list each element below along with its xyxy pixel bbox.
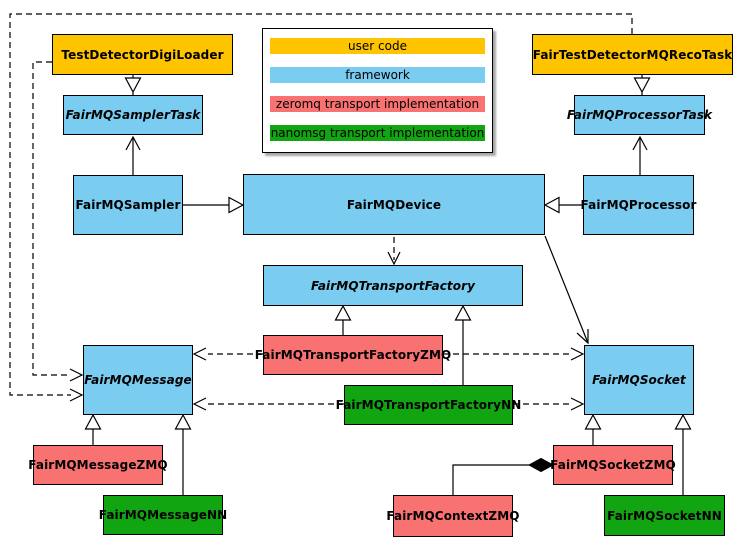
edge-factorynn-factory [454,304,472,385]
edge-recotask-message [9,13,633,402]
edge-contextzmq-socketzmq [452,457,555,495]
edge-messagenn-message [174,413,192,495]
node-fairmqprocessortask: FairMQProcessorTask [567,95,712,135]
node-fairmqsocket: FairMQSocket [584,345,694,415]
edge-digiloader-samplertask [124,75,142,95]
edge-factorynn-message [192,397,344,411]
edge-device-socket [544,235,589,345]
node-fairmqcontextzmq: FairMQContextZMQ [386,495,519,537]
node-fairmqprocessor: FairMQProcessor [581,175,696,235]
node-fairmqsamplertask: FairMQSamplerTask [63,95,203,135]
node-fairtestdetectormqrecotask: FairTestDetectorMQRecoTask [532,34,733,75]
edge-digiloader-message [32,61,84,382]
node-fairmqsocketnn: FairMQSocketNN [604,495,725,536]
edge-factoryzmq-factory [334,304,352,335]
node-fairmqsocketzmq: FairMQSocketZMQ [550,445,676,485]
node-fairmqtransportfactoryzmq: FairMQTransportFactoryZMQ [255,335,451,375]
legend-zeromq: zeromq transport implementation [270,96,485,112]
node-fairmqdevice: FairMQDevice [243,174,545,235]
edge-messagezmq-message [84,413,102,445]
edge-processor-processortask [632,135,648,175]
edge-device-transportfactory [387,237,401,266]
edge-sampler-device [183,196,245,214]
node-fairmqsampler: FairMQSampler [73,175,183,235]
edge-processor-device [543,196,583,214]
legend-nanomsg: nanomsg transport implementation [270,125,485,141]
edge-socketzmq-socket [584,413,602,445]
edge-recotask-processortask [633,75,651,95]
edge-factorynn-socket [513,397,585,411]
edge-factoryzmq-message [192,347,263,361]
legend: user code framework zeromq transport imp… [262,28,493,153]
edge-socketnn-socket [674,413,692,495]
node-testdetectordigiloader: TestDetectorDigiLoader [52,34,233,75]
edge-factoryzmq-socket [443,347,585,361]
legend-user-code: user code [270,38,485,54]
node-fairmqtransportfactorynn: FairMQTransportFactoryNN [336,385,521,425]
legend-framework: framework [270,67,485,83]
node-fairmqmessagezmq: FairMQMessageZMQ [28,445,168,485]
node-fairmqtransportfactory: FairMQTransportFactory [263,265,523,306]
node-fairmqmessagenn: FairMQMessageNN [99,495,227,535]
edge-sampler-samplertask [125,135,141,175]
node-fairmqmessage: FairMQMessage [83,345,193,415]
